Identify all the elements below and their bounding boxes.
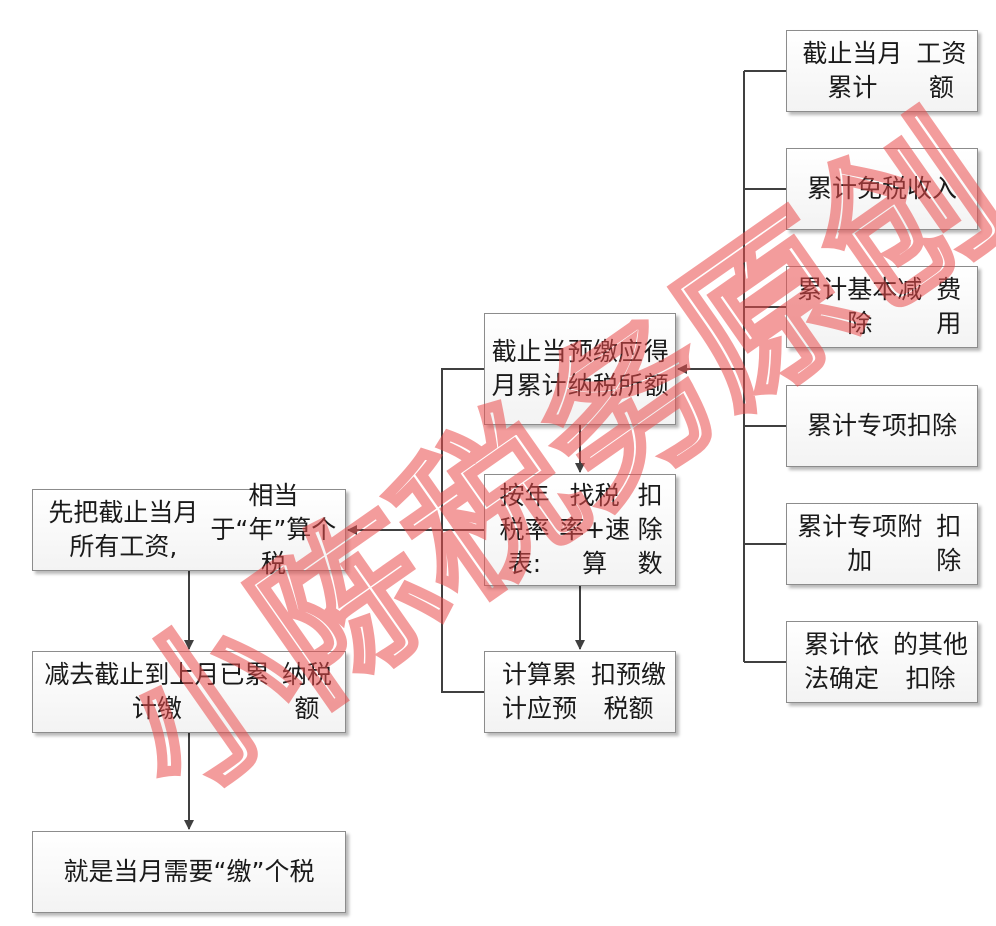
- node-text-line: 累计免税收入: [806, 174, 957, 203]
- node-text-line: 累计依法确定: [804, 630, 880, 693]
- node-text-line: 找税率+速算: [559, 481, 631, 578]
- node-annualized-salary-tax: 先把截止当月所有工资, 相当于“年”算个税: [32, 481, 346, 578]
- node-text-line: 相当于“年”算个税: [210, 481, 337, 578]
- node-text-line: 累计专项附加: [797, 512, 923, 575]
- node-cumulative-taxable-income: 截止当月累计 预缴应纳税所 得额: [484, 313, 676, 425]
- node-text-line: 累计基本减除: [797, 275, 923, 338]
- node-cumulative-special-additional-deduction: 累计专项附加 扣除: [786, 503, 978, 585]
- node-text-line: 就是当月需要“缴”个税: [63, 857, 315, 886]
- node-cumulative-tax-free-income: 累计免税收入: [786, 148, 978, 230]
- node-cumulative-other-deductions: 累计依法确定 的其他扣除: [786, 621, 978, 703]
- node-text-line: 扣除: [936, 512, 962, 575]
- node-text-line: 工资额: [916, 39, 967, 102]
- node-cumulative-basic-deduction: 累计基本减除 费用: [786, 266, 978, 348]
- node-text-line: 减去截止到上月已累计缴: [44, 660, 270, 723]
- node-text-line: 的其他扣除: [893, 630, 969, 693]
- node-subtract-previous-paid-tax: 减去截止到上月已累计缴 纳税额: [32, 651, 346, 733]
- node-text-line: 截止当月累计: [802, 39, 903, 102]
- node-text-line: 截止当月累计: [491, 337, 567, 400]
- node-cumulative-salary: 截止当月累计 工资额: [786, 30, 978, 112]
- node-current-month-tax-due: 就是当月需要“缴”个税: [32, 831, 346, 913]
- node-text-line: 按年税率表:: [499, 481, 550, 578]
- node-text-line: 扣除数: [637, 481, 663, 578]
- node-text-line: 纳税额: [281, 660, 332, 723]
- node-text-line: 计算累计应预: [502, 660, 578, 723]
- node-text-line: 预缴应纳税所: [567, 337, 643, 400]
- node-text-line: 先把截止当月所有工资,: [48, 498, 199, 561]
- node-text-line: 累计专项扣除: [806, 411, 957, 440]
- node-calculate-cumulative-prepaid-tax: 计算累计应预 扣预缴税额: [484, 651, 676, 733]
- node-text-line: 费用: [936, 275, 962, 338]
- node-text-line: 得额: [643, 337, 669, 400]
- node-tax-rate-table-lookup: 按年税率表: 找税率+速算 扣除数: [484, 474, 676, 586]
- node-text-line: 扣预缴税额: [591, 660, 667, 723]
- node-cumulative-special-deduction: 累计专项扣除: [786, 385, 978, 467]
